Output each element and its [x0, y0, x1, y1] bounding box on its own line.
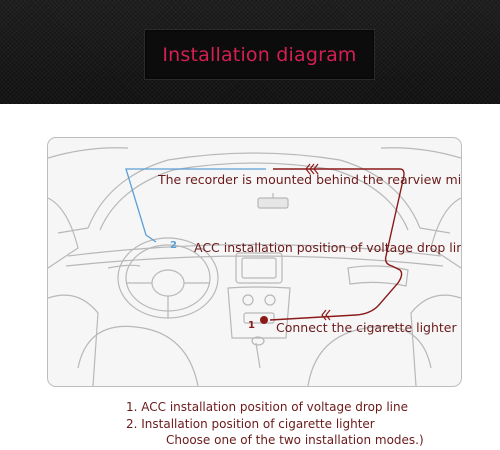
label-lighter: Connect the cigarette lighter: [276, 320, 457, 335]
marker-2: 2: [170, 240, 177, 251]
lighter-wire: [269, 168, 405, 321]
label-recorder: The recorder is mounted behind the rearv…: [158, 172, 462, 187]
lighter-endpoint: [260, 316, 268, 324]
header-band: Installation diagram: [0, 0, 500, 104]
installation-diagram: The recorder is mounted behind the rearv…: [47, 137, 462, 387]
note-line-1: 1. ACC installation position of voltage …: [126, 400, 408, 414]
acc-wire: [125, 168, 266, 243]
car-interior-sketch: [48, 147, 461, 386]
marker-1: 1: [248, 320, 255, 331]
page-title: Installation diagram: [162, 43, 357, 66]
title-box: Installation diagram: [144, 29, 375, 80]
label-acc: ACC installation position of voltage dro…: [194, 240, 462, 255]
note-line-2: 2. Installation position of cigarette li…: [126, 417, 375, 431]
note-line-3: Choose one of the two installation modes…: [166, 433, 424, 447]
